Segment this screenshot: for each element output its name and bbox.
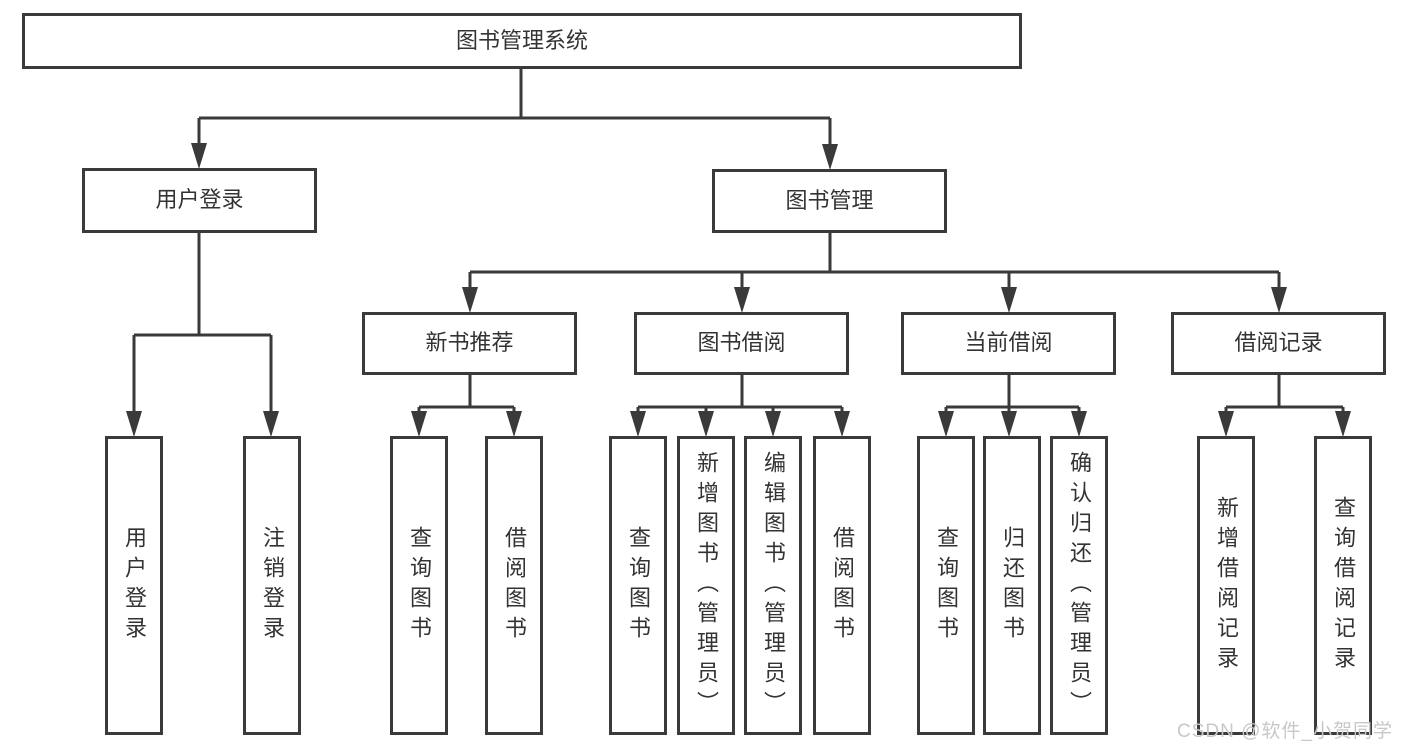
leaf-current-return-books-label: 归还图书 bbox=[1000, 525, 1025, 646]
node-current-borrow: 当前借阅 bbox=[901, 312, 1116, 375]
leaf-logout: 注销登录 bbox=[243, 436, 301, 735]
leaf-borrow-edit-books-admin-label: 编辑图书（管理员） bbox=[761, 450, 786, 721]
leaf-borrow-query-books: 查询图书 bbox=[609, 436, 667, 735]
leaf-newbook-borrow-books-label: 借阅图书 bbox=[502, 525, 527, 646]
node-book-management: 图书管理 bbox=[712, 169, 947, 233]
node-new-book-recommend: 新书推荐 bbox=[362, 312, 577, 375]
leaf-records-query-record: 查询借阅记录 bbox=[1314, 436, 1372, 735]
node-user-login: 用户登录 bbox=[82, 168, 317, 233]
node-new-book-recommend-label: 新书推荐 bbox=[425, 330, 514, 356]
leaf-current-return-books: 归还图书 bbox=[983, 436, 1041, 735]
connector-root-split bbox=[197, 68, 832, 145]
leaf-current-query-books: 查询图书 bbox=[917, 436, 975, 735]
leaf-borrow-add-books-admin-label: 新增图书（管理员） bbox=[694, 450, 719, 721]
node-current-borrow-label: 当前借阅 bbox=[964, 330, 1053, 356]
node-book-borrow: 图书借阅 bbox=[634, 312, 849, 375]
leaf-newbook-query-books: 查询图书 bbox=[390, 436, 448, 735]
connector-user-login-split bbox=[132, 232, 273, 411]
leaf-borrow-borrow-books-label: 借阅图书 bbox=[830, 525, 855, 646]
leaf-current-confirm-return-admin-label: 确认归还（管理员） bbox=[1067, 450, 1092, 721]
arrowheads bbox=[126, 143, 1351, 437]
connector-book-mgmt-split bbox=[468, 232, 1281, 287]
node-book-management-label: 图书管理 bbox=[785, 187, 874, 213]
leaf-current-query-books-label: 查询图书 bbox=[934, 525, 959, 646]
connector-bookborrow-split bbox=[636, 375, 844, 411]
node-book-borrow-label: 图书借阅 bbox=[697, 330, 786, 356]
leaf-borrow-query-books-label: 查询图书 bbox=[626, 525, 651, 646]
leaf-borrow-add-books-admin: 新增图书（管理员） bbox=[677, 436, 735, 735]
leaf-borrow-borrow-books: 借阅图书 bbox=[813, 436, 871, 735]
leaf-newbook-borrow-books: 借阅图书 bbox=[485, 436, 543, 735]
leaf-user-login-label: 用户登录 bbox=[122, 525, 147, 646]
leaf-records-add-record-label: 新增借阅记录 bbox=[1214, 495, 1239, 676]
node-borrow-records-label: 借阅记录 bbox=[1234, 330, 1323, 356]
leaf-records-query-record-label: 查询借阅记录 bbox=[1331, 495, 1356, 676]
csdn-watermark: CSDN @软件_小贺同学 bbox=[1177, 721, 1393, 742]
connector-records-split bbox=[1224, 375, 1345, 411]
leaf-newbook-query-books-label: 查询图书 bbox=[407, 525, 432, 646]
node-root-label: 图书管理系统 bbox=[455, 27, 588, 53]
leaf-records-add-record: 新增借阅记录 bbox=[1197, 436, 1255, 735]
connector-currentborrow-split bbox=[944, 375, 1081, 411]
leaf-borrow-edit-books-admin: 编辑图书（管理员） bbox=[744, 436, 802, 735]
leaf-current-confirm-return-admin: 确认归还（管理员） bbox=[1050, 436, 1108, 735]
node-borrow-records: 借阅记录 bbox=[1171, 312, 1386, 375]
node-user-login-label: 用户登录 bbox=[155, 187, 244, 213]
leaf-user-login: 用户登录 bbox=[105, 436, 163, 735]
node-root: 图书管理系统 bbox=[22, 13, 1022, 69]
leaf-logout-label: 注销登录 bbox=[260, 525, 285, 646]
connector-newbook-split bbox=[417, 375, 516, 411]
